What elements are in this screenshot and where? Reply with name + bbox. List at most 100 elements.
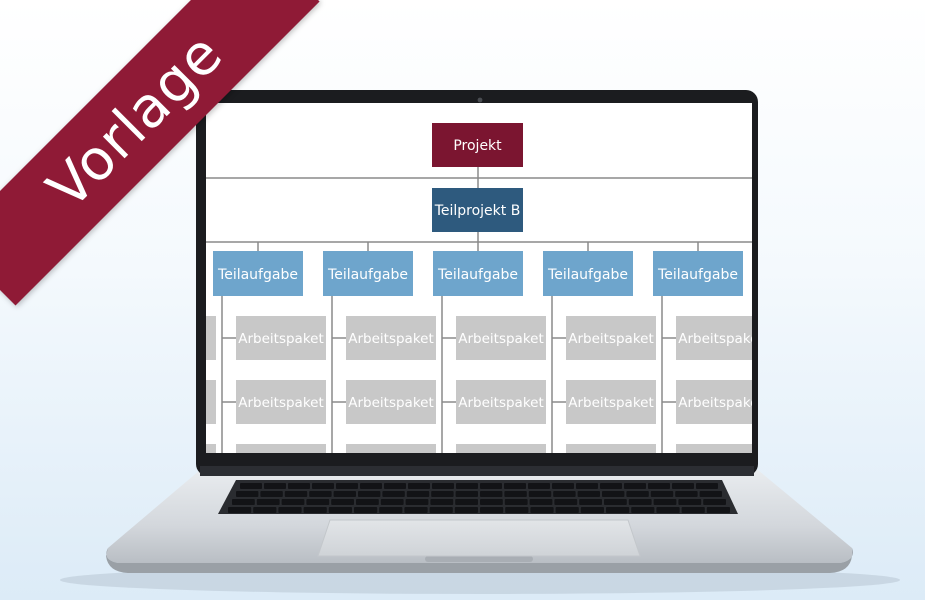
wbs-work-package: Arbeitspaket bbox=[456, 380, 546, 424]
keyboard-key bbox=[504, 491, 527, 497]
wbs-work-package: Arbeitspaket bbox=[236, 316, 326, 360]
keyboard-key bbox=[278, 507, 302, 513]
keyboard-key bbox=[256, 499, 280, 505]
keyboard-key bbox=[312, 483, 334, 489]
keyboard-key bbox=[431, 491, 454, 497]
keyboard-key bbox=[309, 491, 332, 497]
keyboard-key bbox=[631, 507, 655, 513]
keyboard-key bbox=[706, 507, 730, 513]
wbs-diagram: Projekt Teilprojekt B Teilaufgabe Teilau… bbox=[206, 123, 764, 453]
keyboard-key bbox=[408, 483, 430, 489]
wbs-work-package-label: Arbeitspaket bbox=[348, 331, 434, 347]
wbs-work-package-partial bbox=[206, 444, 216, 453]
keyboard-key bbox=[264, 483, 286, 489]
keyboard-key bbox=[406, 491, 430, 497]
laptop-hinge bbox=[200, 466, 754, 476]
keyboard-key bbox=[696, 483, 718, 489]
keyboard-key bbox=[455, 499, 478, 505]
keyboard-key bbox=[553, 491, 576, 497]
keyboard-key bbox=[404, 507, 428, 513]
wbs-work-package-label: Arbeitspaket bbox=[458, 331, 544, 347]
keyboard-key bbox=[576, 483, 598, 489]
wbs-work-package: Arbeitspaket bbox=[236, 380, 326, 424]
wbs-work-package-label: Arbeitspaket bbox=[678, 395, 764, 411]
laptop-front-notch bbox=[425, 556, 533, 562]
keyboard-key bbox=[602, 491, 625, 497]
keyboard-key bbox=[624, 483, 646, 489]
keyboard-key bbox=[480, 507, 504, 513]
keyboard-key bbox=[678, 499, 702, 505]
wbs-node-task: Teilaufgabe bbox=[543, 251, 633, 296]
wbs-work-package-label: Arbeitspaket bbox=[348, 395, 434, 411]
keyboard-key bbox=[429, 507, 453, 513]
keyboard-key bbox=[432, 483, 454, 489]
keyboard-key bbox=[699, 491, 722, 497]
wbs-node-task: Teilaufgabe bbox=[323, 251, 413, 296]
keyboard-key bbox=[528, 491, 552, 497]
keyboard-key bbox=[552, 483, 574, 489]
keyboard-key bbox=[360, 483, 382, 489]
trackpad bbox=[317, 519, 641, 557]
keyboard-key bbox=[480, 483, 502, 489]
keyboard-key bbox=[379, 507, 403, 513]
keyboard-key bbox=[480, 491, 503, 497]
keyboard-key bbox=[580, 507, 604, 513]
keyboard-key bbox=[306, 499, 330, 505]
keyboard-key bbox=[703, 499, 726, 505]
keyboard-key bbox=[504, 499, 528, 505]
keyboard-key bbox=[554, 499, 578, 505]
keyboard-key bbox=[504, 483, 526, 489]
keyboard-key bbox=[672, 483, 694, 489]
keyboard-key bbox=[577, 491, 600, 497]
keyboard-key bbox=[356, 499, 379, 505]
wbs-work-package: Arbeitspaket bbox=[676, 380, 764, 424]
wbs-work-package-partial bbox=[206, 316, 216, 360]
keyboard-key bbox=[260, 491, 283, 497]
keyboard-key bbox=[653, 499, 677, 505]
keyboard-key bbox=[253, 507, 277, 513]
keyboard-key bbox=[455, 491, 478, 497]
keyboard-key bbox=[331, 499, 354, 505]
keyboard-key bbox=[281, 499, 305, 505]
keyboard-key bbox=[430, 499, 454, 505]
keyboard-key bbox=[555, 507, 579, 513]
keyboard-key bbox=[228, 507, 252, 513]
wbs-work-package-partial bbox=[206, 380, 216, 424]
wbs-work-package-label: Arbeitspaket bbox=[678, 331, 764, 347]
keyboard-key bbox=[656, 507, 680, 513]
wbs-work-package: Arbeitspaket bbox=[676, 316, 764, 360]
keyboard-key bbox=[604, 499, 627, 505]
wbs-work-package-label: Arbeitspaket bbox=[458, 395, 544, 411]
wbs-node-task: Teilaufgabe bbox=[433, 251, 523, 296]
keyboard-key bbox=[336, 483, 358, 489]
keyboard-key bbox=[579, 499, 602, 505]
keyboard-key bbox=[284, 491, 308, 497]
wbs-node-task-label: Teilaufgabe bbox=[217, 267, 298, 283]
wbs-work-package-partial bbox=[236, 444, 326, 453]
wbs-work-package-partial bbox=[566, 444, 656, 453]
wbs-work-package-label: Arbeitspaket bbox=[568, 331, 654, 347]
keyboard-key bbox=[384, 483, 406, 489]
wbs-work-package-label: Arbeitspaket bbox=[238, 331, 324, 347]
wbs-work-package-partial bbox=[346, 444, 436, 453]
wbs-work-package-label: Arbeitspaket bbox=[568, 395, 654, 411]
keyboard-key bbox=[354, 507, 378, 513]
keyboard-key bbox=[380, 499, 404, 505]
keyboard-key bbox=[328, 507, 352, 513]
keyboard-key bbox=[333, 491, 356, 497]
wbs-work-package: Arbeitspaket bbox=[566, 316, 656, 360]
keyboard-key bbox=[529, 499, 553, 505]
keyboard-key bbox=[303, 507, 327, 513]
wbs-work-package: Arbeitspaket bbox=[456, 316, 546, 360]
wbs-node-task-label: Teilaufgabe bbox=[327, 267, 408, 283]
wbs-work-package-partial bbox=[456, 444, 546, 453]
keyboard-key bbox=[675, 491, 698, 497]
wbs-node-task-label: Teilaufgabe bbox=[437, 267, 518, 283]
wbs-work-package: Arbeitspaket bbox=[566, 380, 656, 424]
wbs-node-task-label: Teilaufgabe bbox=[547, 267, 628, 283]
wbs-work-package: Arbeitspaket bbox=[346, 316, 436, 360]
keyboard-key bbox=[600, 483, 622, 489]
keyboard-key bbox=[236, 491, 259, 497]
wbs-node-project-label: Projekt bbox=[453, 138, 502, 154]
